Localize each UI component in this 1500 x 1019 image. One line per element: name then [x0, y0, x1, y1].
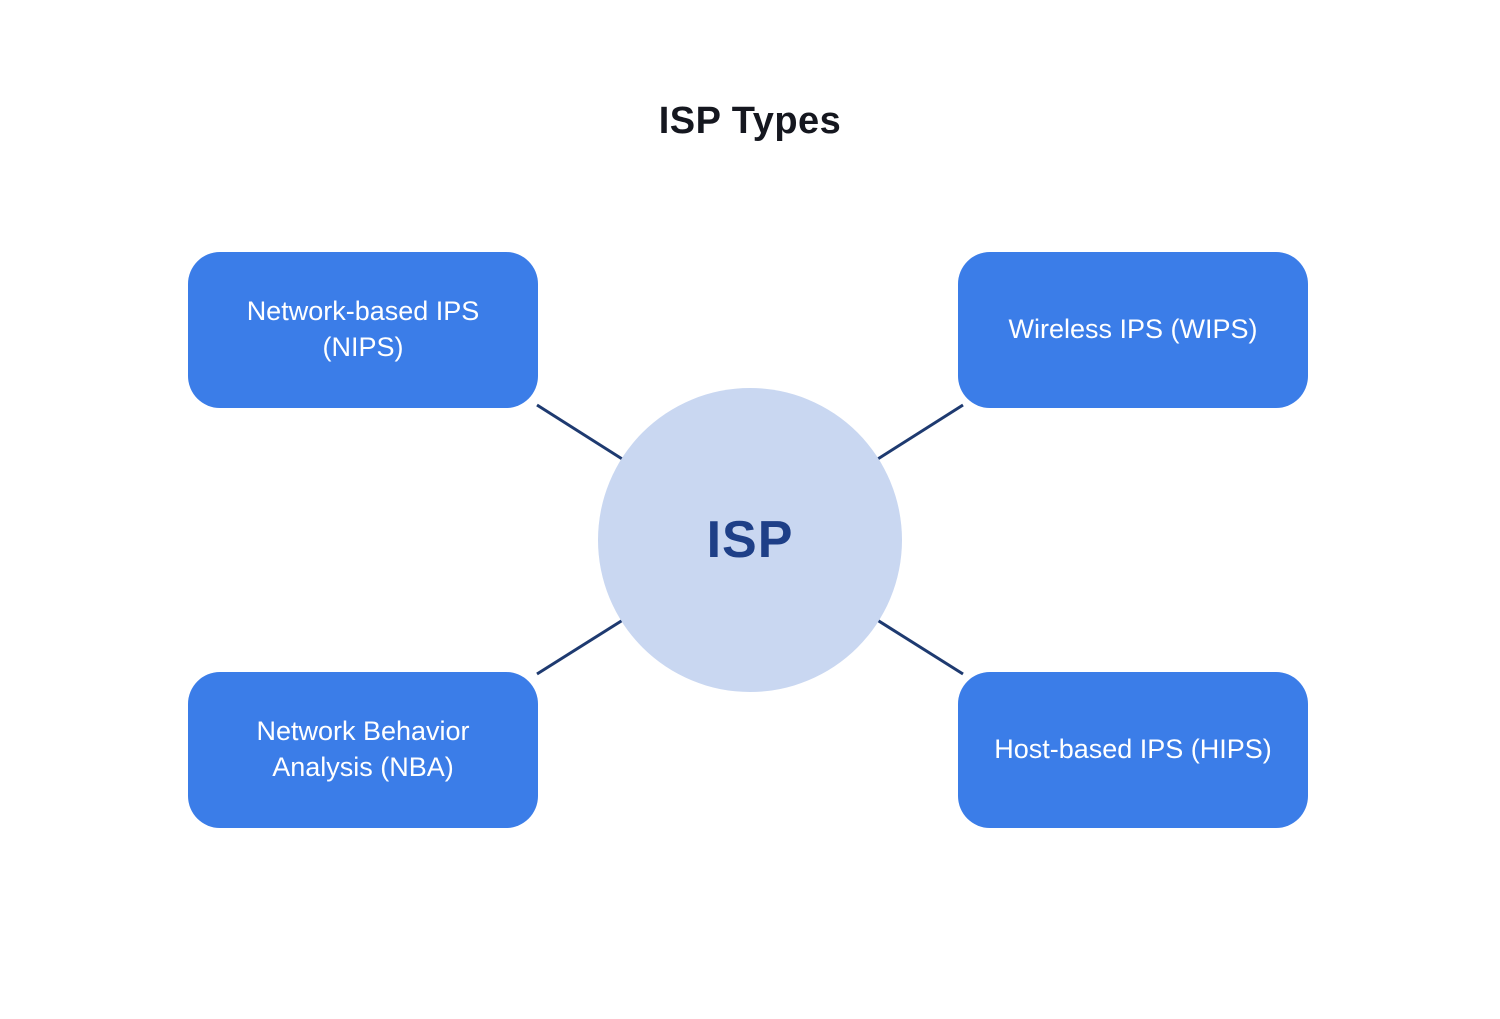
center-node-label: ISP	[706, 511, 794, 569]
node-label: Wireless IPS (WIPS)	[1008, 314, 1258, 345]
node-network-based-ips: Network-based IPS (NIPS)	[188, 252, 538, 408]
node-host-based-ips: Host-based IPS (HIPS)	[958, 672, 1308, 828]
diagram-title: ISP Types	[658, 100, 842, 142]
node-label: Network-based IPS (NIPS)	[246, 296, 480, 362]
node-wireless-ips: Wireless IPS (WIPS)	[958, 252, 1308, 408]
node-label: Host-based IPS (HIPS)	[994, 734, 1272, 765]
center-node-isp: ISP	[598, 388, 902, 692]
node-network-behavior-analysis: Network Behavior Analysis (NBA)	[188, 672, 538, 828]
node-label: Network Behavior Analysis (NBA)	[256, 716, 470, 782]
